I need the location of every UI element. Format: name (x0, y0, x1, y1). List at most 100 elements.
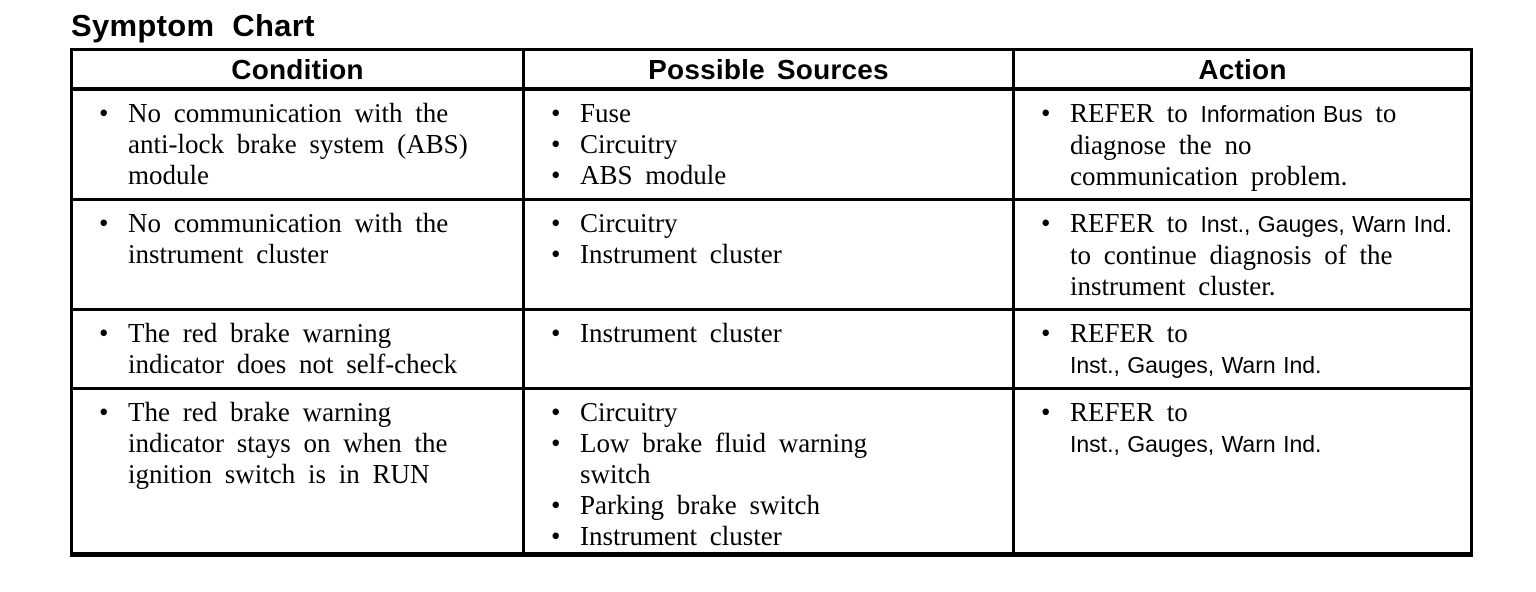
list-item: • Parking brake switch (525, 490, 1008, 521)
text-segment: No communication with the instrument clu… (128, 208, 449, 269)
reference-text: Inst., Gauges, Warn Ind. (1070, 352, 1322, 378)
item-text: ABS module (580, 160, 1008, 191)
item-text: REFER to Information Bus to diagnose the… (1070, 98, 1466, 192)
bullet-icon: • (551, 129, 561, 159)
list-item: • Fuse (525, 98, 1008, 129)
condition-cell: • No communication with the instrument cl… (70, 198, 525, 311)
bullet-icon: • (99, 208, 109, 238)
item-text: Circuitry (580, 208, 1008, 239)
text-segment: REFER to (1070, 318, 1188, 348)
list-item: • Circuitry (525, 129, 1008, 160)
action-cell: • REFER to Information Bus to diagnose th… (1012, 87, 1473, 201)
list-item: • Circuitry (525, 397, 1008, 428)
text-segment: Parking brake switch (580, 490, 820, 520)
sources-cell: • Fuse • Circuitry • ABS module (522, 87, 1015, 201)
table-row: • No communication with the instrument cl… (70, 198, 1473, 311)
text-segment: REFER to (1070, 397, 1188, 427)
text-segment: Circuitry (580, 129, 678, 159)
condition-cell: • The red brake warning indicator does no… (70, 308, 525, 390)
action-cell: • REFER to Inst., Gauges, Warn Ind. (1012, 308, 1473, 390)
item-text: Instrument cluster (580, 239, 1008, 270)
reference-text: Inst., Gauges, Warn Ind. (1070, 431, 1322, 457)
list-item: • The red brake warning indicator does no… (73, 318, 518, 380)
text-segment: Instrument cluster (580, 318, 782, 348)
text-segment: to continue diagnosis of the instrument … (1070, 240, 1393, 301)
action-cell: • REFER to Inst., Gauges, Warn Ind. (1012, 387, 1473, 556)
text-segment: Low brake fluid warning switch (580, 428, 868, 489)
list-item: • Low brake fluid warning switch (525, 428, 1008, 490)
item-text: Instrument cluster (580, 318, 1008, 349)
table-row: • The red brake warning indicator stays o… (70, 387, 1473, 556)
list-item: • Instrument cluster (525, 318, 1008, 349)
text-segment: Fuse (580, 98, 632, 128)
column-header-condition: Condition (70, 48, 525, 91)
list-item: • REFER to Information Bus to diagnose th… (1015, 98, 1466, 192)
table-row: • No communication with the anti-lock bra… (70, 87, 1473, 201)
item-text: Circuitry (580, 129, 1008, 160)
bullet-icon: • (1041, 208, 1051, 238)
text-segment: The red brake warning indicator does not… (128, 318, 458, 379)
item-text: The red brake warning indicator stays on… (128, 397, 518, 490)
bullet-icon: • (1041, 397, 1051, 427)
text-segment: Circuitry (580, 208, 678, 238)
text-segment: REFER to (1070, 208, 1201, 238)
bullet-icon: • (99, 318, 109, 348)
item-text: No communication with the anti-lock brak… (128, 98, 518, 191)
text-segment: ABS module (580, 160, 727, 190)
table-body: • No communication with the anti-lock bra… (70, 87, 1473, 556)
bullet-icon: • (551, 428, 561, 458)
item-text: Low brake fluid warning switch (580, 428, 1008, 490)
item-text: Instrument cluster (580, 521, 1008, 552)
list-item: •Instrument cluster (525, 521, 1008, 552)
list-item: • No communication with the anti-lock bra… (73, 98, 518, 191)
page-title: Symptom Chart (71, 8, 315, 43)
sources-cell: • Circuitry • Low brake fluid warning switc… (522, 387, 1015, 556)
table-row: • The red brake warning indicator does no… (70, 308, 1473, 390)
sources-cell: • Instrument cluster (522, 308, 1015, 390)
bullet-icon: • (551, 160, 561, 190)
list-item: • Instrument cluster (525, 239, 1008, 270)
list-item: • REFER to Inst., Gauges, Warn Ind. (1015, 318, 1466, 381)
column-header-action: Action (1012, 48, 1473, 91)
text-segment: to diagnose the no communication problem… (1070, 98, 1397, 191)
text-segment: The red brake warning indicator stays on… (128, 397, 448, 489)
text-segment: Instrument cluster (580, 239, 782, 269)
bullet-icon: • (551, 98, 561, 128)
text-segment: Circuitry (580, 397, 678, 427)
bullet-icon: • (1041, 318, 1051, 348)
list-item: • REFER to Inst., Gauges, Warn Ind. to co… (1015, 208, 1466, 302)
condition-cell: • The red brake warning indicator stays o… (70, 387, 525, 556)
symptom-chart-table: Condition Possible Sources Action • No co… (70, 48, 1473, 557)
text-segment: Instrument cluster (580, 521, 782, 551)
bullet-icon: • (99, 397, 109, 427)
item-text: REFER to Inst., Gauges, Warn Ind. (1070, 397, 1466, 460)
item-text: No communication with the instrument clu… (128, 208, 518, 270)
bullet-icon: • (551, 397, 561, 427)
sources-cell: • Circuitry • Instrument cluster (522, 198, 1015, 311)
item-text: Fuse (580, 98, 1008, 129)
text-segment: REFER to (1070, 98, 1201, 128)
bullet-icon: • (99, 98, 109, 128)
list-item: • ABS module (525, 160, 1008, 191)
column-header-possible-sources: Possible Sources (522, 48, 1015, 91)
bullet-icon: • (551, 239, 561, 269)
item-text: The red brake warning indicator does not… (128, 318, 518, 380)
reference-text: Information Bus (1200, 101, 1363, 127)
text-segment: No communication with the anti-lock brak… (128, 98, 468, 190)
bullet-icon: • (1041, 98, 1051, 128)
list-item: • The red brake warning indicator stays o… (73, 397, 518, 490)
list-item: • REFER to Inst., Gauges, Warn Ind. (1015, 397, 1466, 460)
table-header-row: Condition Possible Sources Action (70, 48, 1473, 91)
item-text: Circuitry (580, 397, 1008, 428)
item-text: REFER to Inst., Gauges, Warn Ind. (1070, 318, 1466, 381)
item-text: REFER to Inst., Gauges, Warn Ind. to con… (1070, 208, 1466, 302)
bullet-icon: • (551, 208, 561, 238)
reference-text: Inst., Gauges, Warn Ind. (1200, 211, 1452, 237)
item-text: Parking brake switch (580, 490, 1008, 521)
condition-cell: • No communication with the anti-lock bra… (70, 87, 525, 201)
bullet-icon: • (551, 318, 561, 348)
bullet-icon: • (551, 490, 561, 520)
list-item: • No communication with the instrument cl… (73, 208, 518, 270)
action-cell: • REFER to Inst., Gauges, Warn Ind. to co… (1012, 198, 1473, 311)
